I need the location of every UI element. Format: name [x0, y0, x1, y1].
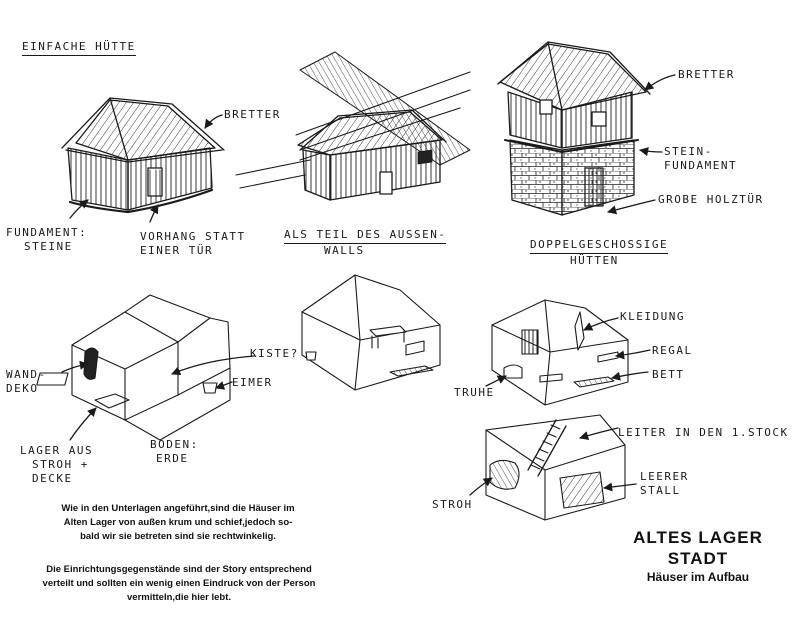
label-rough-wooden-door: GROBE HOLZTÜR — [658, 193, 764, 207]
title-block: ALTES LAGER STADT Häuser im Aufbau — [600, 527, 796, 585]
label-shelf: REGAL — [652, 344, 693, 358]
label-empty-stable: LEERER STALL — [640, 470, 689, 498]
label-floor-earth: BODEN: ERDE — [150, 438, 199, 466]
label-bucket: EIMER — [232, 376, 273, 390]
label-chest: TRUHE — [454, 386, 495, 400]
label-crate: KISTE? — [250, 347, 299, 361]
label-boards-2: BRETTER — [678, 68, 735, 82]
label-simple-hut: EINFACHE HÜTTE — [22, 40, 136, 56]
label-ladder: LEITER IN DEN 1.STOCK — [618, 426, 789, 440]
label-part-of-wall: ALS TEIL DES AUSSEN- WALLS — [284, 228, 446, 258]
label-curtain: VORHANG STATT EINER TÜR — [140, 230, 246, 258]
interior-2-drawing — [302, 275, 440, 390]
label-boards-1: BRETTER — [224, 108, 281, 122]
label-wall-decoration: WAND- DEKO — [6, 368, 47, 396]
title-line-1: ALTES LAGER — [600, 527, 796, 548]
simple-hut-drawing — [62, 98, 224, 212]
wall-hut-drawing — [236, 52, 470, 200]
label-two-storey-huts: DOPPELGESCHOSSIGE HÜTTEN — [530, 238, 668, 268]
label-straw: STROH — [432, 498, 473, 512]
title-line-2: STADT — [600, 548, 796, 569]
note-furnishings: Die Einrichtungsgegenstände sind der Sto… — [14, 563, 344, 605]
two-storey-hut-drawing — [498, 42, 650, 215]
label-straw-bed: LAGER AUS STROH + DECKE — [20, 444, 93, 486]
note-crooked-houses: Wie in den Unterlagen angeführt,sind die… — [28, 502, 328, 544]
interior-1-drawing — [37, 295, 230, 440]
label-foundation-stones: FUNDAMENT: STEINE — [6, 226, 87, 254]
label-bed: BETT — [652, 368, 685, 382]
title-line-3: Häuser im Aufbau — [600, 569, 796, 585]
label-stone-foundation: STEIN- FUNDAMENT — [664, 145, 737, 173]
interior-3-drawing — [492, 300, 628, 405]
label-clothing: KLEIDUNG — [620, 310, 685, 324]
